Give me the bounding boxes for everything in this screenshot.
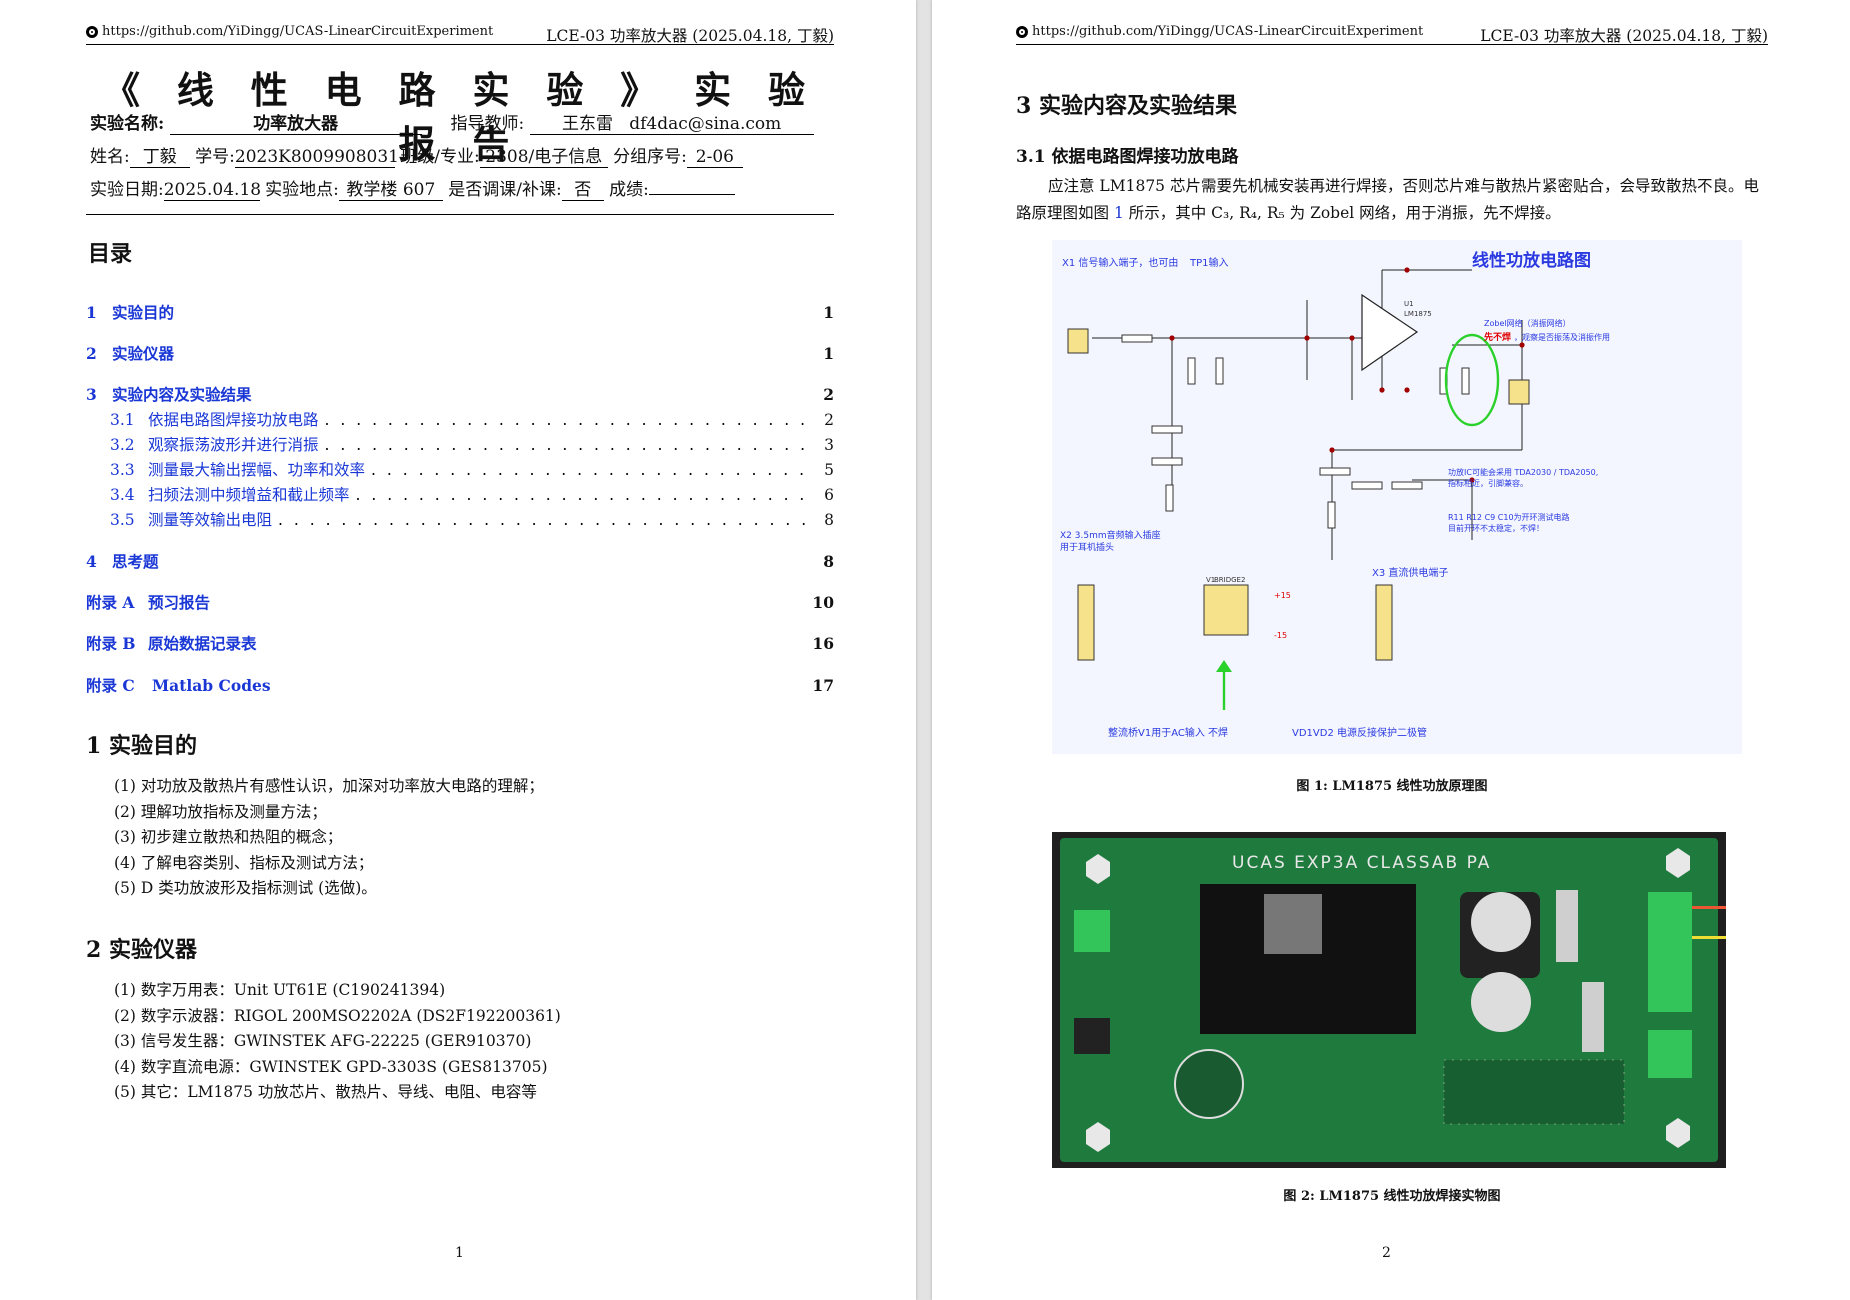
svg-text:X1 信号输入端子，也可由: X1 信号输入端子，也可由 [1062,256,1178,269]
svg-text:目前开环不太稳定，不焊！: 目前开环不太稳定，不焊！ [1448,523,1544,533]
report-page-1: https://github.com/YiDingg/UCAS-LinearCi… [0,0,916,1300]
svg-text:U1: U1 [1404,300,1414,308]
toc-leader: . . . . . . . . . . . . . . . . . . . . … [278,511,806,529]
pcb-drawing: UCAS EXP3A CLASSAB PA [1060,838,1726,1162]
section-1-title: 1 实验目的 [86,733,197,759]
schematic-title: 线性功放电路图 [1472,250,1591,271]
report-title: 《 线 性 电 路 实 验 》 实 验 报 告 [103,68,817,166]
header-left[interactable]: https://github.com/YiDingg/UCAS-LinearCi… [86,24,493,39]
figure-2-caption: 图 2: LM1875 线性功放焊接实物图 [1283,1189,1501,1204]
list-item: (2) 数字示波器：RIGOL 200MSO2202A (DS2F1922003… [114,1006,561,1025]
subsection-3-1-title: 3.1 依据电路图焊接功放电路 [1016,147,1239,167]
pcb-photo: UCAS EXP3A CLASSAB PA [1052,832,1726,1168]
svg-text:V1: V1 [1206,576,1215,584]
github-icon [86,25,98,38]
header-left[interactable]: https://github.com/YiDingg/UCAS-LinearCi… [1016,24,1423,39]
svg-text:功放IC可能会采用 TDA2030 / TDA2050,: 功放IC可能会采用 TDA2030 / TDA2050, [1448,467,1598,477]
list-item: (3) 初步建立散热和热阻的概念； [114,828,343,846]
objectives-list: (1) 对功放及散热片有感性认识，加深对功率放大电路的理解； (2) 理解功放指… [114,774,544,902]
list-item: (1) 数字万用表：Unit UT61E (C190241394) [114,981,446,999]
svg-text:先不焊: 先不焊 [1484,331,1511,343]
svg-text:-15: -15 [1274,631,1287,640]
paragraph: 应注意 LM1875 芯片需要先机械安装再进行焊接，否则芯片难与散热片紧密贴合，… [1016,177,1759,222]
toc-leader: . . . . . . . . . . . . . . . . . . . . … [371,461,806,479]
svg-text:用于耳机插头: 用于耳机插头 [1060,541,1114,553]
instruments-list: (1) 数字万用表：Unit UT61E (C190241394) (2) 数字… [114,978,561,1106]
repo-url-link[interactable]: https://github.com/YiDingg/UCAS-LinearCi… [102,24,494,39]
github-icon [1016,25,1028,38]
svg-text:TP1输入: TP1输入 [1189,256,1229,269]
svg-text:LM1875: LM1875 [1404,310,1432,318]
list-item: (4) 数字直流电源：GWINSTEK GPD-3303S (GES813705… [114,1057,548,1076]
header-right: LCE-03 功率放大器 (2025.04.18, 丁毅) [546,27,834,45]
page-number: 1 [455,1245,464,1261]
schematic-figure: 线性功放电路图 X1 信号输入端子，也可由 TP1输入 Zobel网络（消振网络… [1052,240,1742,754]
svg-text:指标相近，引脚兼容。: 指标相近，引脚兼容。 [1448,478,1528,488]
list-item: (3) 信号发生器：GWINSTEK AFG-22225 (GER910370) [114,1032,532,1050]
svg-text:X2 3.5mm音频输入插座: X2 3.5mm音频输入插座 [1060,529,1161,541]
svg-text:BRIDGE2: BRIDGE2 [1214,576,1245,584]
svg-text:VD1VD2 电源反接保护二极管: VD1VD2 电源反接保护二极管 [1292,726,1427,739]
title-rule [86,214,834,215]
toc-leader: . . . . . . . . . . . . . . . . . . . . … [324,411,806,429]
svg-text:X3 直流供电端子: X3 直流供电端子 [1372,566,1448,579]
info-row-1: 实验名称: 功率放大器 指导教师: 王东雷 df4dac@sina.com [90,109,814,135]
header-right: LCE-03 功率放大器 (2025.04.18, 丁毅) [1480,27,1768,45]
toc-title: 目录 [88,241,133,267]
toc-leader: . . . . . . . . . . . . . . . . . . . . … [324,436,806,454]
page-number: 2 [1382,1245,1391,1261]
list-item: (5) 其它：LM1875 功放芯片、散热片、导线、电阻、电容等 [114,1083,537,1101]
svg-text:整流桥V1用于AC输入 不焊: 整流桥V1用于AC输入 不焊 [1108,726,1228,739]
board-silk-title: UCAS EXP3A CLASSAB PA [1232,853,1491,873]
svg-text:+15: +15 [1274,591,1291,600]
header-rule [86,44,834,45]
toc-leader: . . . . . . . . . . . . . . . . . . . . … [355,486,806,504]
list-item: (5) D 类功放波形及指标测试 (选做)。 [114,879,377,897]
info-row-3: 实验日期:2025.04.18 实验地点:教学楼 607 是否调课/补课:否 成… [90,175,735,201]
list-item: (1) 对功放及散热片有感性认识，加深对功率放大电路的理解； [114,777,544,795]
figure-1-caption: 图 1: LM1875 线性功放原理图 [1296,779,1488,794]
section-3-title: 3 实验内容及实验结果 [1016,93,1237,119]
header-rule [1016,44,1768,45]
repo-url-link[interactable]: https://github.com/YiDingg/UCAS-LinearCi… [1032,24,1424,39]
svg-text:，观察是否振荡及消振作用: ，观察是否振荡及消振作用 [1514,332,1610,342]
section-2-title: 2 实验仪器 [86,937,197,963]
info-row-2: 姓名:丁毅 学号:2023K8009908031 班级/专业:2308/电子信息… [90,142,743,168]
svg-text:Zobel网络（消振网络）: Zobel网络（消振网络） [1484,318,1571,328]
svg-text:R11 R12 C9 C10为开环测试电路: R11 R12 C9 C10为开环测试电路 [1448,512,1570,522]
list-item: (2) 理解功放指标及测量方法； [114,802,327,821]
list-item: (4) 了解电容类别、指标及测试方法； [114,853,374,872]
schematic-drawing: 线性功放电路图 X1 信号输入端子，也可由 TP1输入 Zobel网络（消振网络… [1060,250,1610,739]
figure-ref-link[interactable]: 1 [1113,204,1124,222]
